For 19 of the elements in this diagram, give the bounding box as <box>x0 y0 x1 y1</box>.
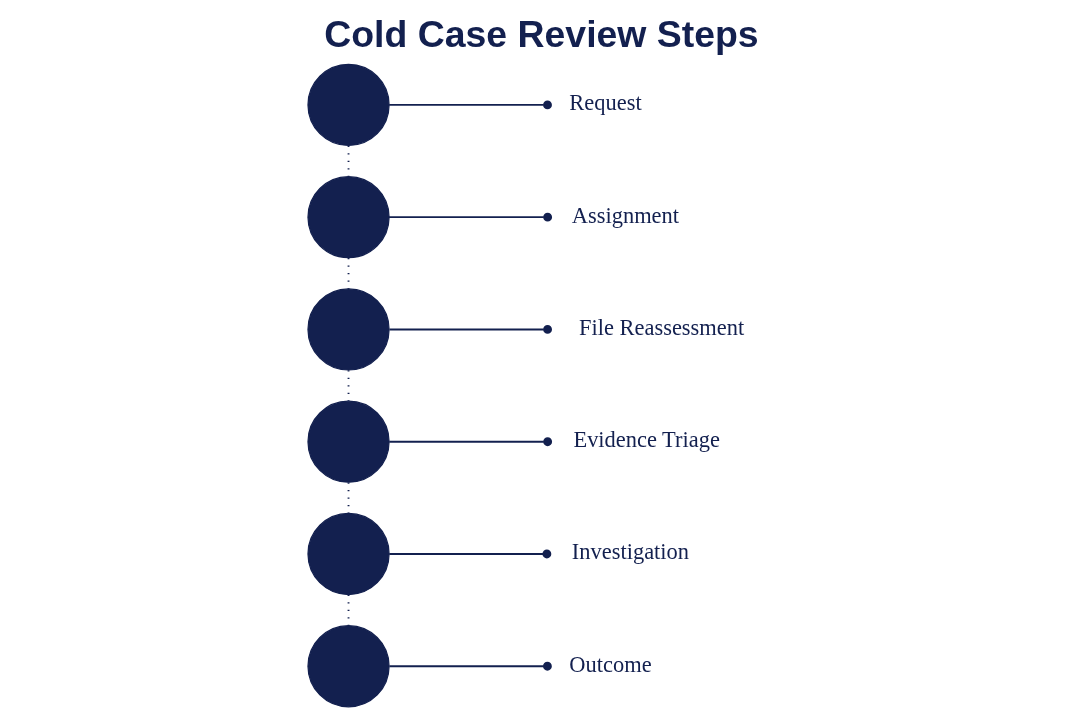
connector <box>388 549 552 559</box>
node-circle <box>307 63 390 147</box>
node-circle <box>307 512 390 596</box>
node-text: Request <box>569 90 642 116</box>
node-text: Outcome <box>569 651 652 677</box>
node-text: Assignment <box>571 202 680 228</box>
node-circle <box>307 288 390 371</box>
connector <box>388 325 552 334</box>
node-circle <box>307 400 390 483</box>
node-text: Investigation <box>571 539 690 565</box>
node-text: Evidence Triage <box>573 427 720 453</box>
connector <box>388 212 553 222</box>
diagram-title: Cold Case Review Steps <box>324 12 759 55</box>
node-text: File Reassessment <box>579 314 745 340</box>
connector <box>388 100 552 110</box>
node-circle <box>307 625 390 708</box>
node-circle <box>307 176 390 259</box>
connector <box>388 661 552 671</box>
connector <box>388 437 553 447</box>
